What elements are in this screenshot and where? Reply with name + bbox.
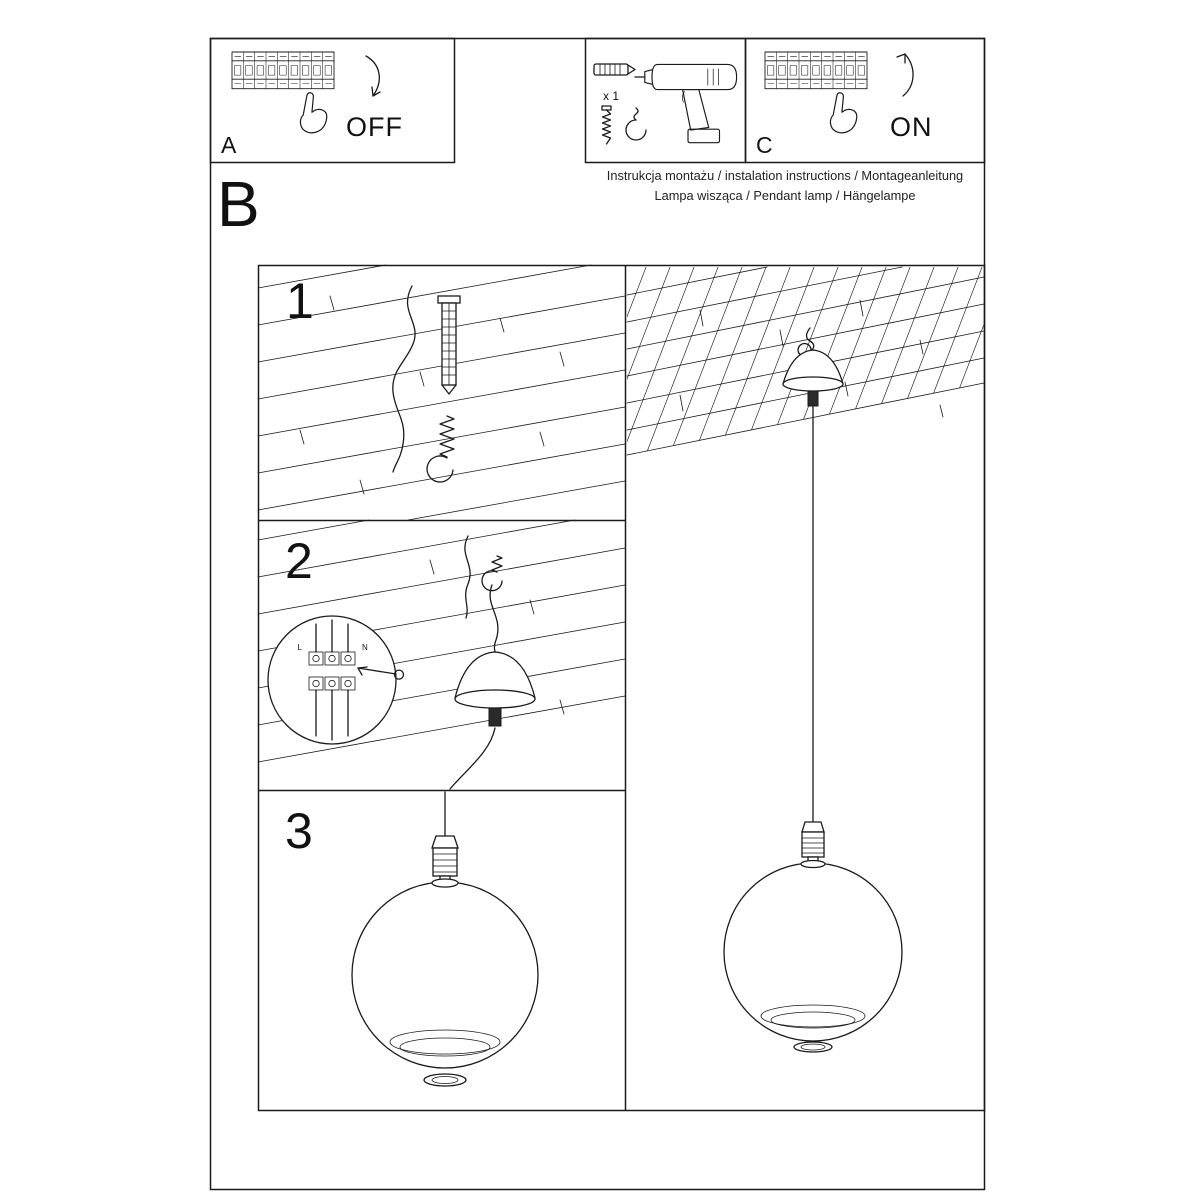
ceiling-hook-icon <box>625 107 647 141</box>
circuit-breaker-icon <box>764 51 868 90</box>
supply-cable-icon <box>464 535 471 619</box>
wall-anchor-icon <box>437 295 461 395</box>
bottom-ring-icon <box>793 1041 833 1053</box>
glass-sphere-icon <box>723 859 903 1042</box>
terminal-n-label: N <box>362 643 368 652</box>
instruction-title-line2: Lampa wisząca / Pendant lamp / Hängelamp… <box>654 188 915 203</box>
arrow-up-icon <box>896 53 914 97</box>
glass-sphere-icon <box>351 878 539 1069</box>
panel-a-power-off: A OFF <box>209 37 456 164</box>
drill-icon <box>634 63 738 144</box>
instruction-title-line1: Instrukcja montażu / instalation instruc… <box>607 168 963 183</box>
terminal-l-label: L <box>298 643 303 652</box>
canopy-icon <box>782 349 844 407</box>
terminal-block-icon <box>308 651 356 691</box>
screwdriver-pointer-icon <box>357 666 405 680</box>
canopy-icon <box>449 651 536 790</box>
screw-icon <box>601 105 612 145</box>
on-label: ON <box>890 112 933 142</box>
pointing-hand-icon <box>829 92 858 134</box>
lamp-socket-icon <box>431 835 459 884</box>
ceiling-hook-icon <box>481 555 503 653</box>
step2-number: 2 <box>285 533 313 589</box>
arrow-down-icon <box>365 55 381 97</box>
lamp-socket-icon <box>801 821 825 864</box>
pointing-hand-icon <box>299 92 328 134</box>
step2-panel: 2 <box>257 519 626 790</box>
off-label: OFF <box>346 112 403 142</box>
section-b-label: B <box>217 168 260 240</box>
hook-screw-icon <box>426 415 455 483</box>
panel-a-label: A <box>221 132 237 158</box>
dowel-qty-label: x 1 <box>603 89 619 103</box>
cable-wire-icon <box>392 285 416 473</box>
wall-plug-icon <box>593 63 636 76</box>
step1-number: 1 <box>286 273 314 329</box>
circuit-breaker-icon <box>231 51 335 90</box>
panel-c-label: C <box>756 132 773 158</box>
ceiling-hook-icon <box>797 327 815 357</box>
step1-panel: 1 <box>257 264 626 521</box>
diagram-frame <box>257 264 986 1112</box>
assembled-lamp-panel <box>626 266 985 1053</box>
step3-number: 3 <box>285 803 313 859</box>
wiring-detail-inset: L N <box>267 615 405 745</box>
step3-panel: 3 <box>285 791 539 1087</box>
bottom-ring-icon <box>423 1073 467 1087</box>
panel-c-power-on: C ON <box>744 37 986 164</box>
panel-tools: x 1 <box>584 37 747 164</box>
page-border <box>209 37 986 1191</box>
